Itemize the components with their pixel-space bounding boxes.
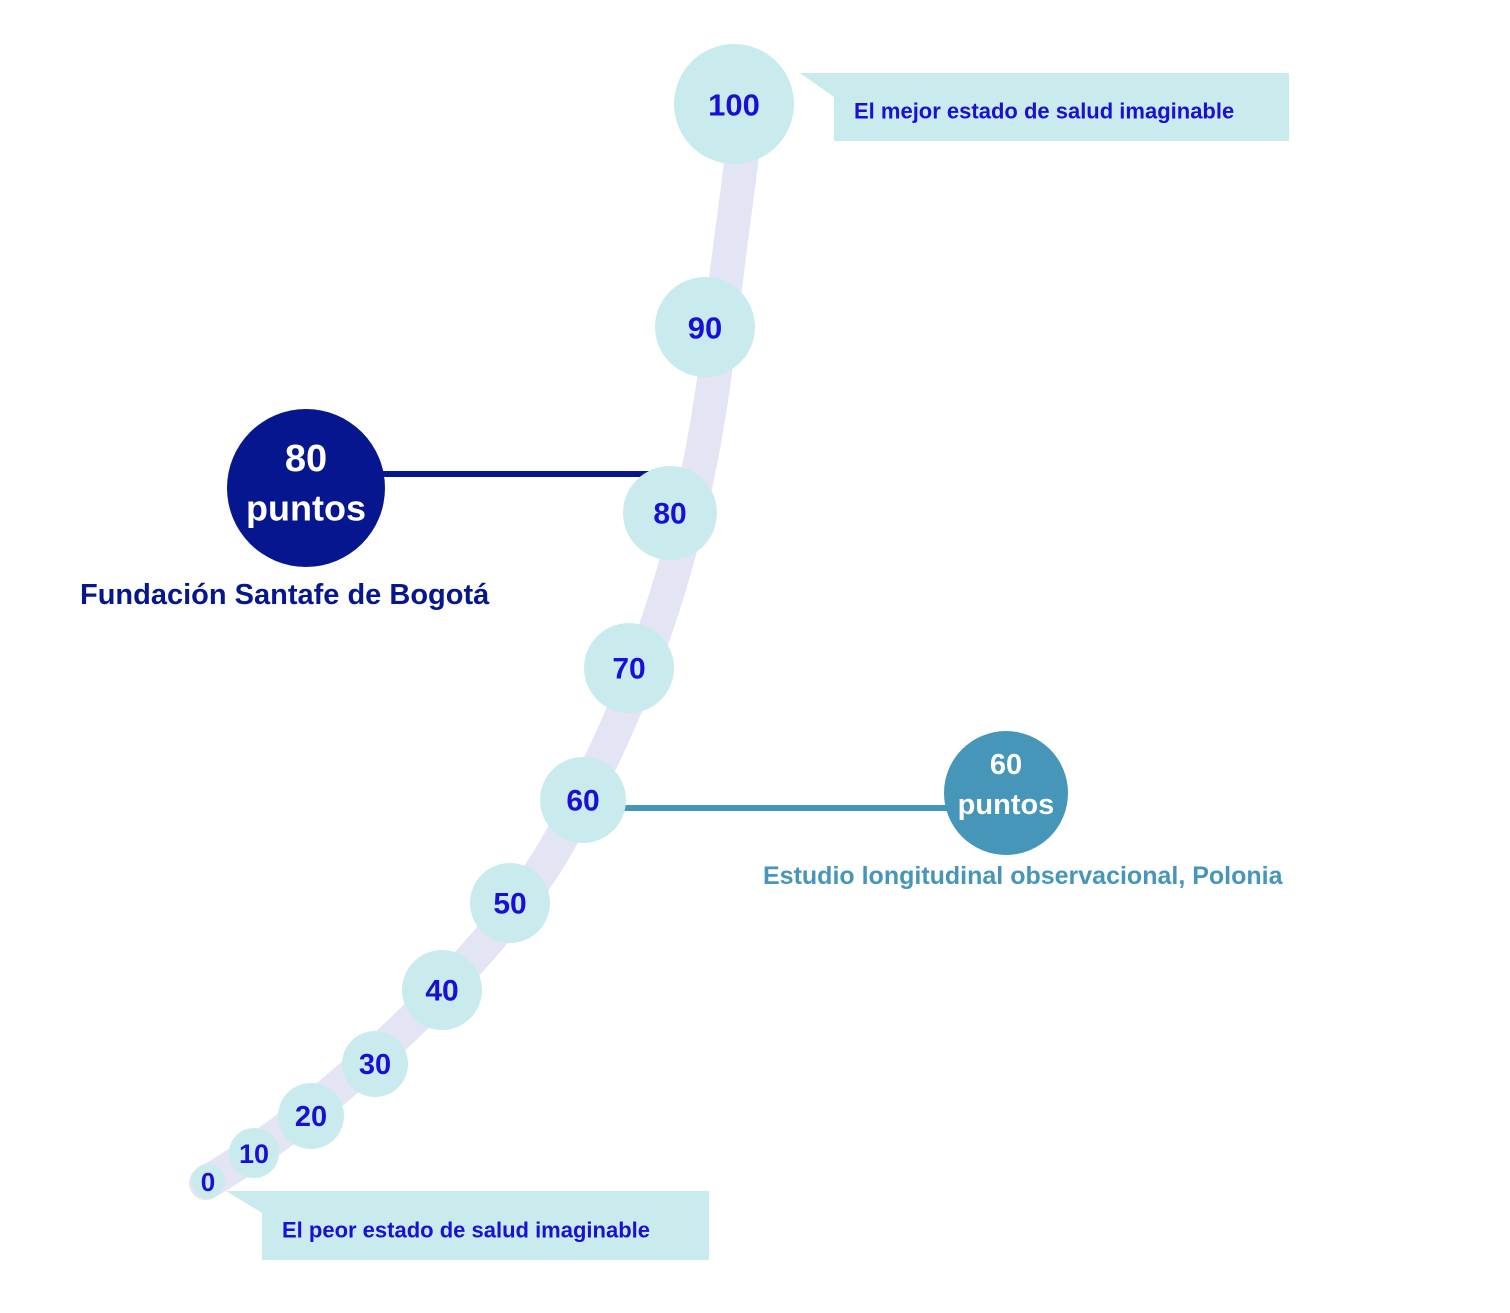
bottom-callout: El peor estado de salud imaginable — [226, 1191, 709, 1260]
scale-tick-70: 70 — [584, 623, 674, 713]
marker-60: 60 puntos Estudio longitudinal observaci… — [763, 731, 1284, 890]
marker-60-unit: puntos — [958, 789, 1055, 821]
scale-tick-circle — [540, 757, 626, 843]
scale-tick-circle — [402, 950, 482, 1030]
scale-tick-circle — [229, 1128, 279, 1178]
scale-tick-label: 20 — [295, 1101, 327, 1133]
scale-tick-circle — [342, 1031, 408, 1097]
scale-tick-label: 80 — [653, 498, 686, 531]
scale-tick-label: 10 — [239, 1139, 269, 1169]
scale-tick-80: 80 — [623, 466, 717, 560]
scale-tick-90: 90 — [655, 277, 755, 377]
bottom-callout-text: El peor estado de salud imaginable — [282, 1218, 650, 1243]
marker-60-bubble — [944, 731, 1068, 855]
scale-tick-60: 60 — [540, 757, 626, 843]
scale-tick-label: 50 — [493, 888, 526, 921]
top-callout-box — [800, 73, 1289, 141]
scale-tick-40: 40 — [402, 950, 482, 1030]
scale-tick-label: 60 — [566, 785, 599, 818]
marker-80-bubble — [227, 409, 385, 567]
scale-tick-label: 100 — [708, 88, 760, 123]
scale-tick-circle — [191, 1164, 225, 1198]
scale-tick-circle — [470, 863, 550, 943]
marker-80: 80 puntos Fundación Santafe de Bogotá — [80, 409, 490, 611]
scale-tick-20: 20 — [278, 1083, 344, 1149]
marker-80-unit: puntos — [246, 488, 366, 529]
scale-tick-100: 100 — [674, 44, 794, 164]
scale-tick-circle — [623, 466, 717, 560]
marker-80-caption: Fundación Santafe de Bogotá — [80, 579, 490, 611]
scale-tick-label: 40 — [425, 975, 458, 1008]
scale-tick-label: 70 — [612, 653, 645, 686]
marker-80-number: 80 — [285, 438, 327, 480]
top-callout-text: El mejor estado de salud imaginable — [854, 99, 1234, 124]
marker-60-caption: Estudio longitudinal observacional, Polo… — [763, 862, 1284, 890]
scale-tick-circle — [655, 277, 755, 377]
scale-tick-label: 0 — [201, 1167, 215, 1197]
scale-tick-50: 50 — [470, 863, 550, 943]
scale-tick-label: 90 — [688, 311, 722, 346]
scale-tick-circle — [584, 623, 674, 713]
scale-tick-circle — [278, 1083, 344, 1149]
top-callout: El mejor estado de salud imaginable — [800, 73, 1289, 141]
scale-tick-0: 0 — [191, 1164, 225, 1198]
scale-tick-30: 30 — [342, 1031, 408, 1097]
scale-tick-label: 30 — [359, 1049, 391, 1081]
marker-60-number: 60 — [990, 749, 1022, 781]
scale-tick-10: 10 — [229, 1128, 279, 1178]
bottom-callout-box — [226, 1191, 709, 1260]
scale-tick-circle — [674, 44, 794, 164]
scale-ticks: 0 10 20 30 40 50 60 70 80 90 100 — [191, 44, 794, 1198]
